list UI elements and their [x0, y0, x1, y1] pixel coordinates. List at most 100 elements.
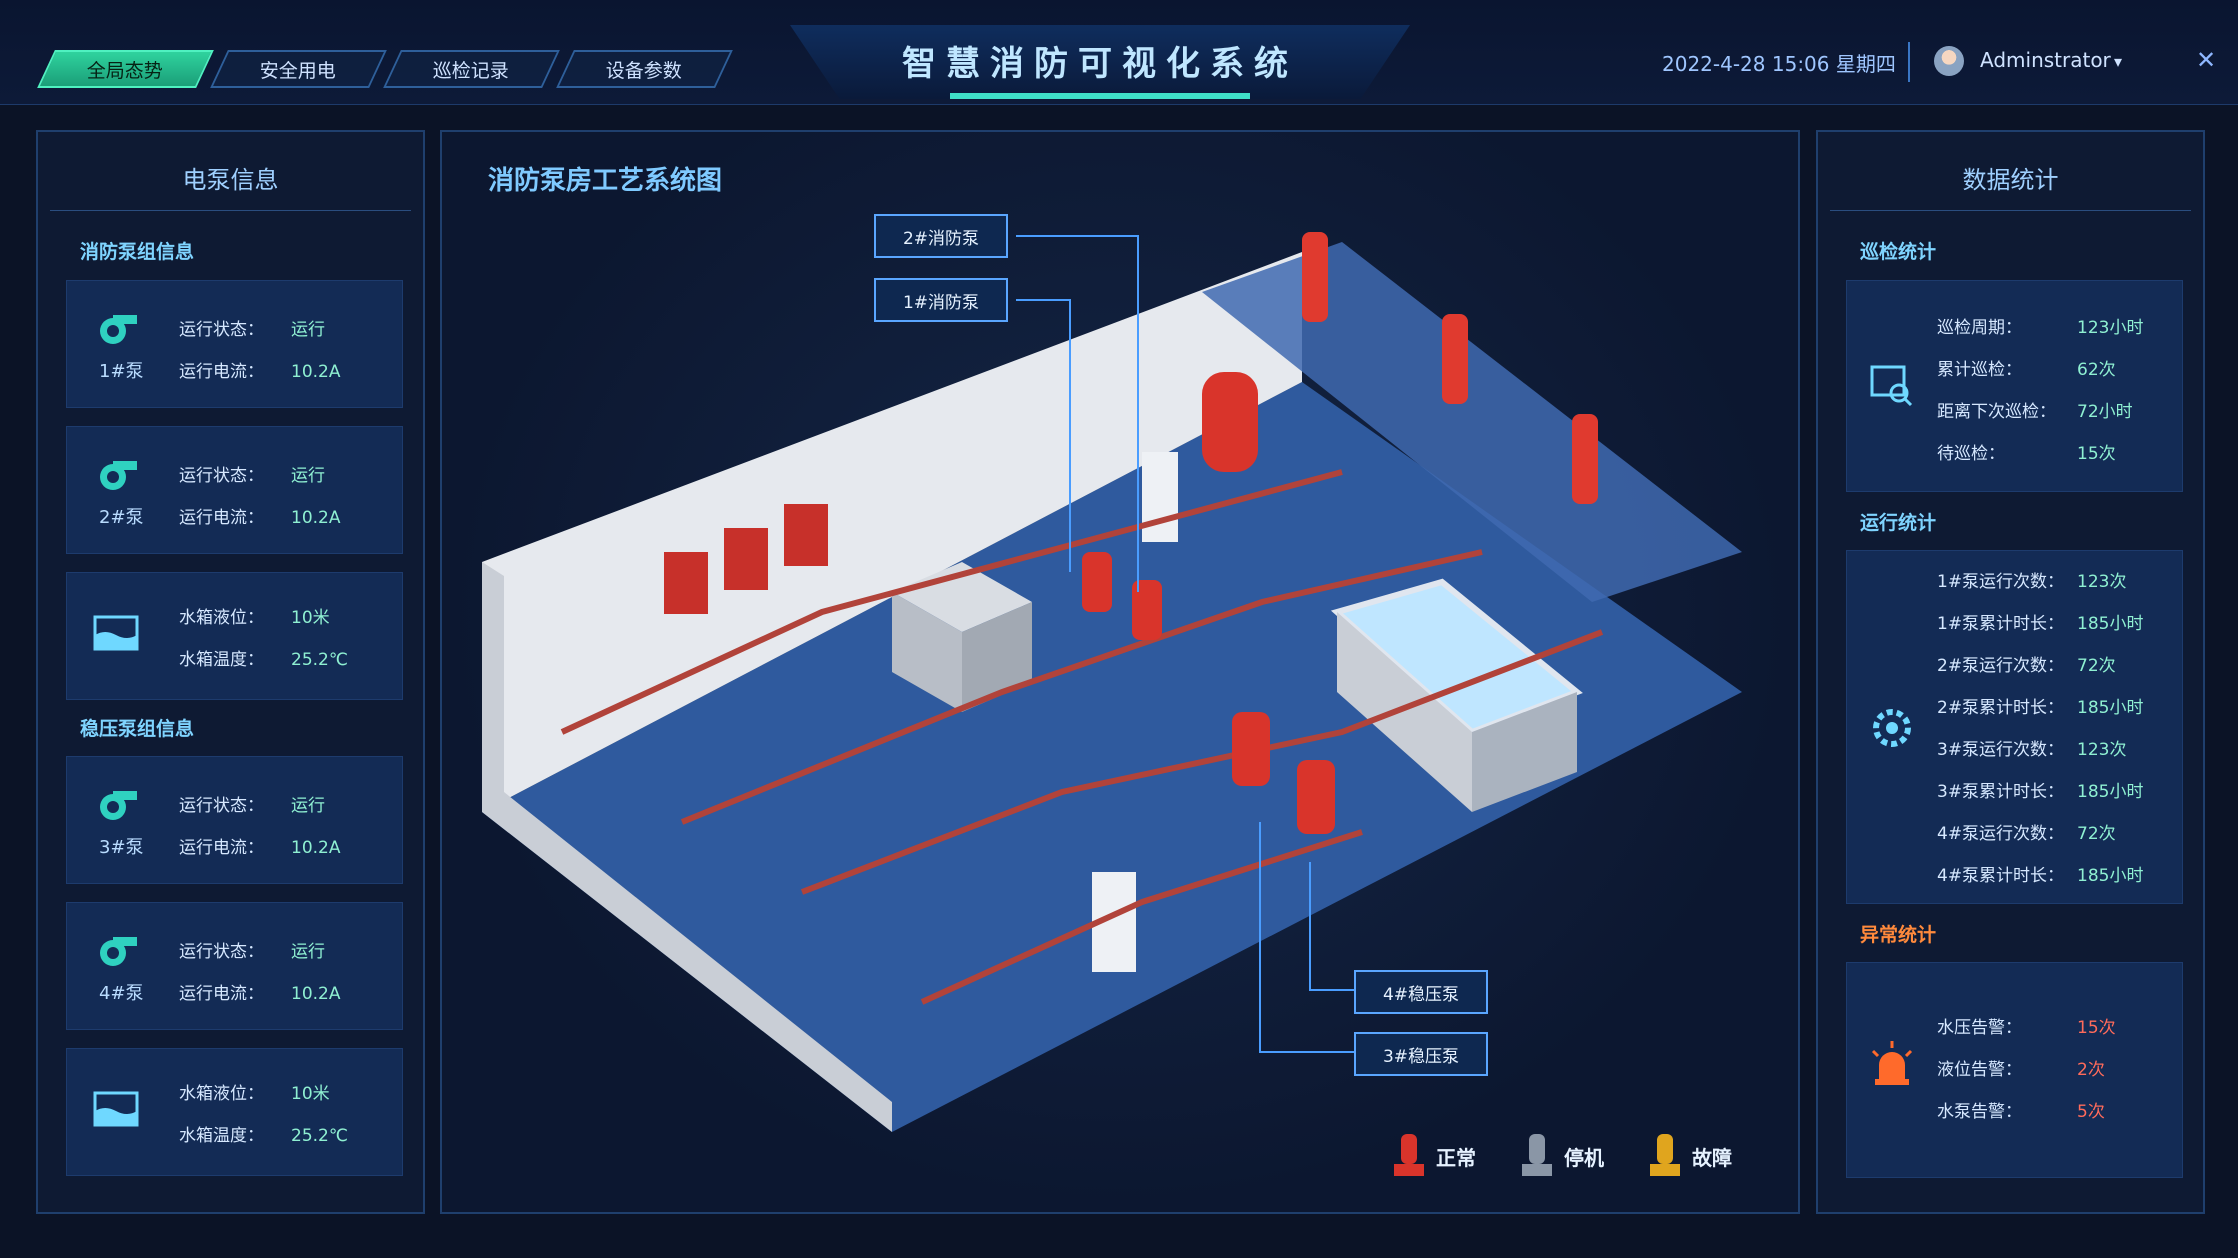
diagram-title: 消防泵房工艺系统图 [488, 166, 723, 196]
row-key: 1#泵运行次数： [1937, 572, 2065, 592]
close-icon[interactable]: ✕ [2196, 46, 2217, 74]
run-stats-card: 1#泵运行次数：123次 1#泵累计时长：185小时 2#泵运行次数：72次 2… [1846, 550, 2183, 904]
divider [1830, 210, 2191, 211]
top-header: 全局态势 安全用电 巡检记录 设备参数 智慧消防可视化系统 2022-4-28 … [0, 0, 2238, 105]
water-tank-icon [93, 615, 139, 651]
run-current: 10.2A [291, 838, 341, 858]
avatar[interactable] [1934, 46, 1964, 76]
tank-level: 10米 [291, 1084, 330, 1104]
side-wall [482, 562, 892, 1132]
run-current: 10.2A [291, 508, 341, 528]
callout-fire-pump-1[interactable]: 1#消防泵 [874, 278, 1008, 322]
pipe [920, 829, 1363, 1005]
run-status: 运行 [291, 796, 325, 816]
water-tank-card-2[interactable]: 水箱液位：10米 水箱温度：25.2℃ [66, 1048, 403, 1176]
row-key: 水箱液位： [179, 608, 264, 628]
row-key: 水箱液位： [179, 1084, 264, 1104]
run-current: 10.2A [291, 984, 341, 1004]
legend-label: 正常 [1436, 1145, 1476, 1170]
tab-inspection[interactable]: 巡检记录 [383, 50, 560, 88]
pump-label: 1#泵 [99, 361, 144, 382]
panel-title: 数据统计 [1962, 166, 2059, 194]
tab-safe-power[interactable]: 安全用电 [210, 50, 387, 88]
row-value: 123小时 [2077, 318, 2144, 338]
alarm-stats-card: 水压告警：15次 液位告警：2次 水泵告警：5次 [1846, 962, 2183, 1178]
pump-room-illustration [482, 232, 1742, 1132]
hydrant [1302, 232, 1328, 322]
datetime: 2022-4-28 15:06 星期四 [1662, 52, 1896, 76]
electric-box [784, 504, 828, 566]
row-key: 运行电流： [179, 838, 264, 858]
callout-line [1016, 299, 1071, 572]
tab-device-params[interactable]: 设备参数 [556, 50, 733, 88]
inspection-icon [1870, 365, 1913, 407]
stabilizer-pump-section-title: 稳压泵组信息 [80, 718, 195, 740]
legend-stopped: 停机 [1520, 1130, 1604, 1182]
tank-level: 10米 [291, 608, 330, 628]
row-key: 距离下次巡检： [1937, 402, 2056, 422]
row-key: 待巡检： [1937, 444, 2005, 464]
alarm-icon [1871, 1041, 1913, 1085]
stabilizer-pump [1232, 712, 1270, 786]
tab-global[interactable]: 全局态势 [37, 50, 214, 88]
row-key: 水压告警： [1937, 1018, 2022, 1038]
row-value: 185小时 [2077, 866, 2144, 886]
run-status: 运行 [291, 320, 325, 340]
row-key: 累计巡检： [1937, 360, 2022, 380]
pressure-tank [1202, 372, 1258, 472]
pump-fault-icon [1650, 1134, 1680, 1176]
row-value: 15次 [2077, 444, 2116, 464]
user-name[interactable]: Adminstrator [1980, 48, 2111, 72]
upper-platform [1202, 242, 1742, 602]
callout-stabilizer-pump-3[interactable]: 3#稳压泵 [1354, 1032, 1488, 1076]
stabilizer-pump [1297, 760, 1335, 834]
page-title: 智慧消防可视化系统 [902, 44, 1298, 84]
run-current: 10.2A [291, 362, 341, 382]
row-value: 123次 [2077, 572, 2127, 592]
statistics-panel: 数据统计 巡检统计 巡检周期：123小时 累计巡检：62次 距离下次巡检：72小… [1816, 130, 2205, 1214]
callout-line [1016, 235, 1139, 592]
header-divider [1908, 42, 1910, 82]
fire-pump [1082, 552, 1112, 612]
pump-label: 4#泵 [99, 983, 144, 1004]
title-plate [790, 25, 1410, 99]
row-key: 运行状态： [179, 942, 264, 962]
control-cabinet [1142, 452, 1178, 542]
pump-card-4[interactable]: 4#泵 运行状态：运行 运行电流：10.2A [66, 902, 403, 1030]
callout-fire-pump-2[interactable]: 2#消防泵 [874, 214, 1008, 258]
row-key: 运行电流： [179, 508, 264, 528]
row-key: 3#泵运行次数： [1937, 740, 2065, 760]
tank-temperature: 25.2℃ [291, 1126, 348, 1146]
row-value: 2次 [2077, 1060, 2105, 1080]
run-status: 运行 [291, 942, 325, 962]
pump-card-2[interactable]: 2#泵 运行状态：运行 运行电流：10.2A [66, 426, 403, 554]
row-key: 巡检周期： [1937, 318, 2022, 338]
row-value: 62次 [2077, 360, 2116, 380]
legend-label: 故障 [1692, 1145, 1732, 1170]
pump-normal-icon [1394, 1134, 1424, 1176]
row-key: 水泵告警： [1937, 1102, 2022, 1122]
pump-card-1[interactable]: 1#泵 运行状态：运行 运行电流：10.2A [66, 280, 403, 408]
water-tank-card-1[interactable]: 水箱液位：10米 水箱温度：25.2℃ [66, 572, 403, 700]
callout-line [1309, 862, 1354, 991]
row-value: 15次 [2077, 1018, 2116, 1038]
chevron-down-icon[interactable]: ▾ [2114, 52, 2123, 71]
hydrant [1572, 414, 1598, 504]
pipe [680, 549, 1483, 825]
process-diagram-panel: 消防泵房工艺系统图 [440, 130, 1800, 1214]
row-key: 水箱温度： [179, 650, 264, 670]
main-nav: 全局态势 安全用电 巡检记录 设备参数 [37, 50, 733, 88]
pump-label: 2#泵 [99, 507, 144, 528]
electric-box [724, 528, 768, 590]
fire-pump-section-title: 消防泵组信息 [80, 241, 195, 263]
callout-stabilizer-pump-4[interactable]: 4#稳压泵 [1354, 970, 1488, 1014]
run-stats-title: 运行统计 [1860, 512, 1937, 534]
pipe [800, 629, 1604, 895]
water-tank-icon [93, 1091, 139, 1127]
row-key: 1#泵累计时长： [1937, 614, 2065, 634]
floor [482, 382, 1742, 1132]
inspection-stats-title: 巡检统计 [1860, 241, 1937, 263]
row-value: 72次 [2077, 656, 2116, 676]
pump-info-panel: 电泵信息 消防泵组信息 1#泵 运行状态：运行 运行电流：10.2A 2#泵 运… [36, 130, 425, 1214]
pump-card-3[interactable]: 3#泵 运行状态：运行 运行电流：10.2A [66, 756, 403, 884]
